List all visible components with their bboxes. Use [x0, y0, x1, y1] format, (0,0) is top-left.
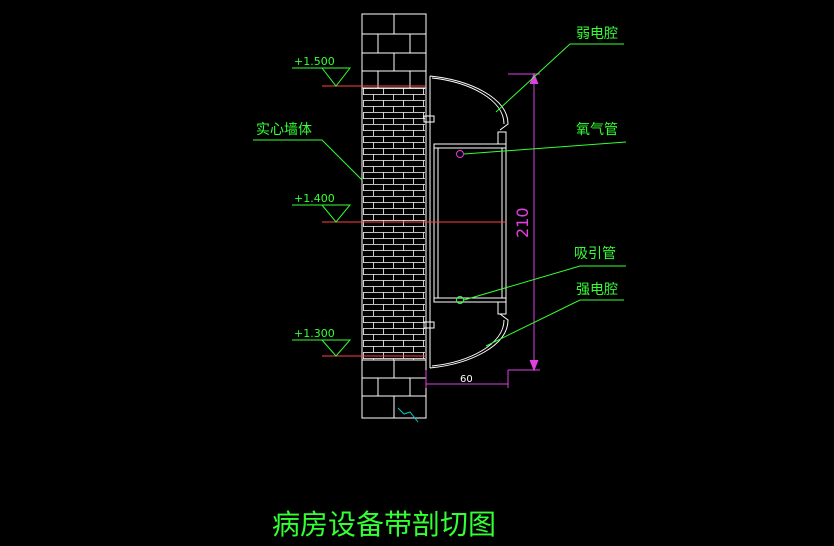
dimension-lines — [425, 72, 540, 388]
dimension-height: 210 — [513, 207, 532, 238]
elevation-markers — [292, 67, 352, 357]
leader-lines — [253, 43, 627, 347]
label-oxygen-pipe: 氧气管 — [576, 122, 618, 138]
suction-pipe — [456, 296, 464, 304]
elevation-bottom: +1.300 — [294, 327, 335, 340]
drawing-title: 病房设备带剖切图 — [272, 508, 496, 541]
label-strong-chamber: 强电腔 — [576, 282, 618, 298]
level-lines — [322, 85, 506, 357]
break-mark — [397, 407, 419, 423]
upper-brick-courses — [362, 14, 426, 89]
weak-chamber-dome-inner — [431, 77, 505, 125]
solid-brick-hatch — [363, 88, 425, 360]
masonry-wall — [361, 13, 427, 423]
elevation-top: +1.500 — [294, 55, 335, 68]
strong-chamber-dome-inner — [431, 319, 505, 367]
label-wall: 实心墙体 — [256, 122, 312, 138]
label-suction-pipe: 吸引管 — [574, 246, 616, 262]
oxygen-pipe — [456, 150, 464, 158]
label-weak-chamber: 弱电腔 — [576, 26, 618, 42]
dimension-depth: 60 — [460, 374, 473, 385]
equipment-belt — [423, 74, 509, 370]
weak-chamber-dome — [429, 75, 509, 131]
lower-brick-courses — [362, 359, 426, 418]
elevation-middle: +1.400 — [294, 192, 335, 205]
gas-channel — [433, 143, 507, 303]
strong-chamber-dome — [429, 313, 509, 369]
